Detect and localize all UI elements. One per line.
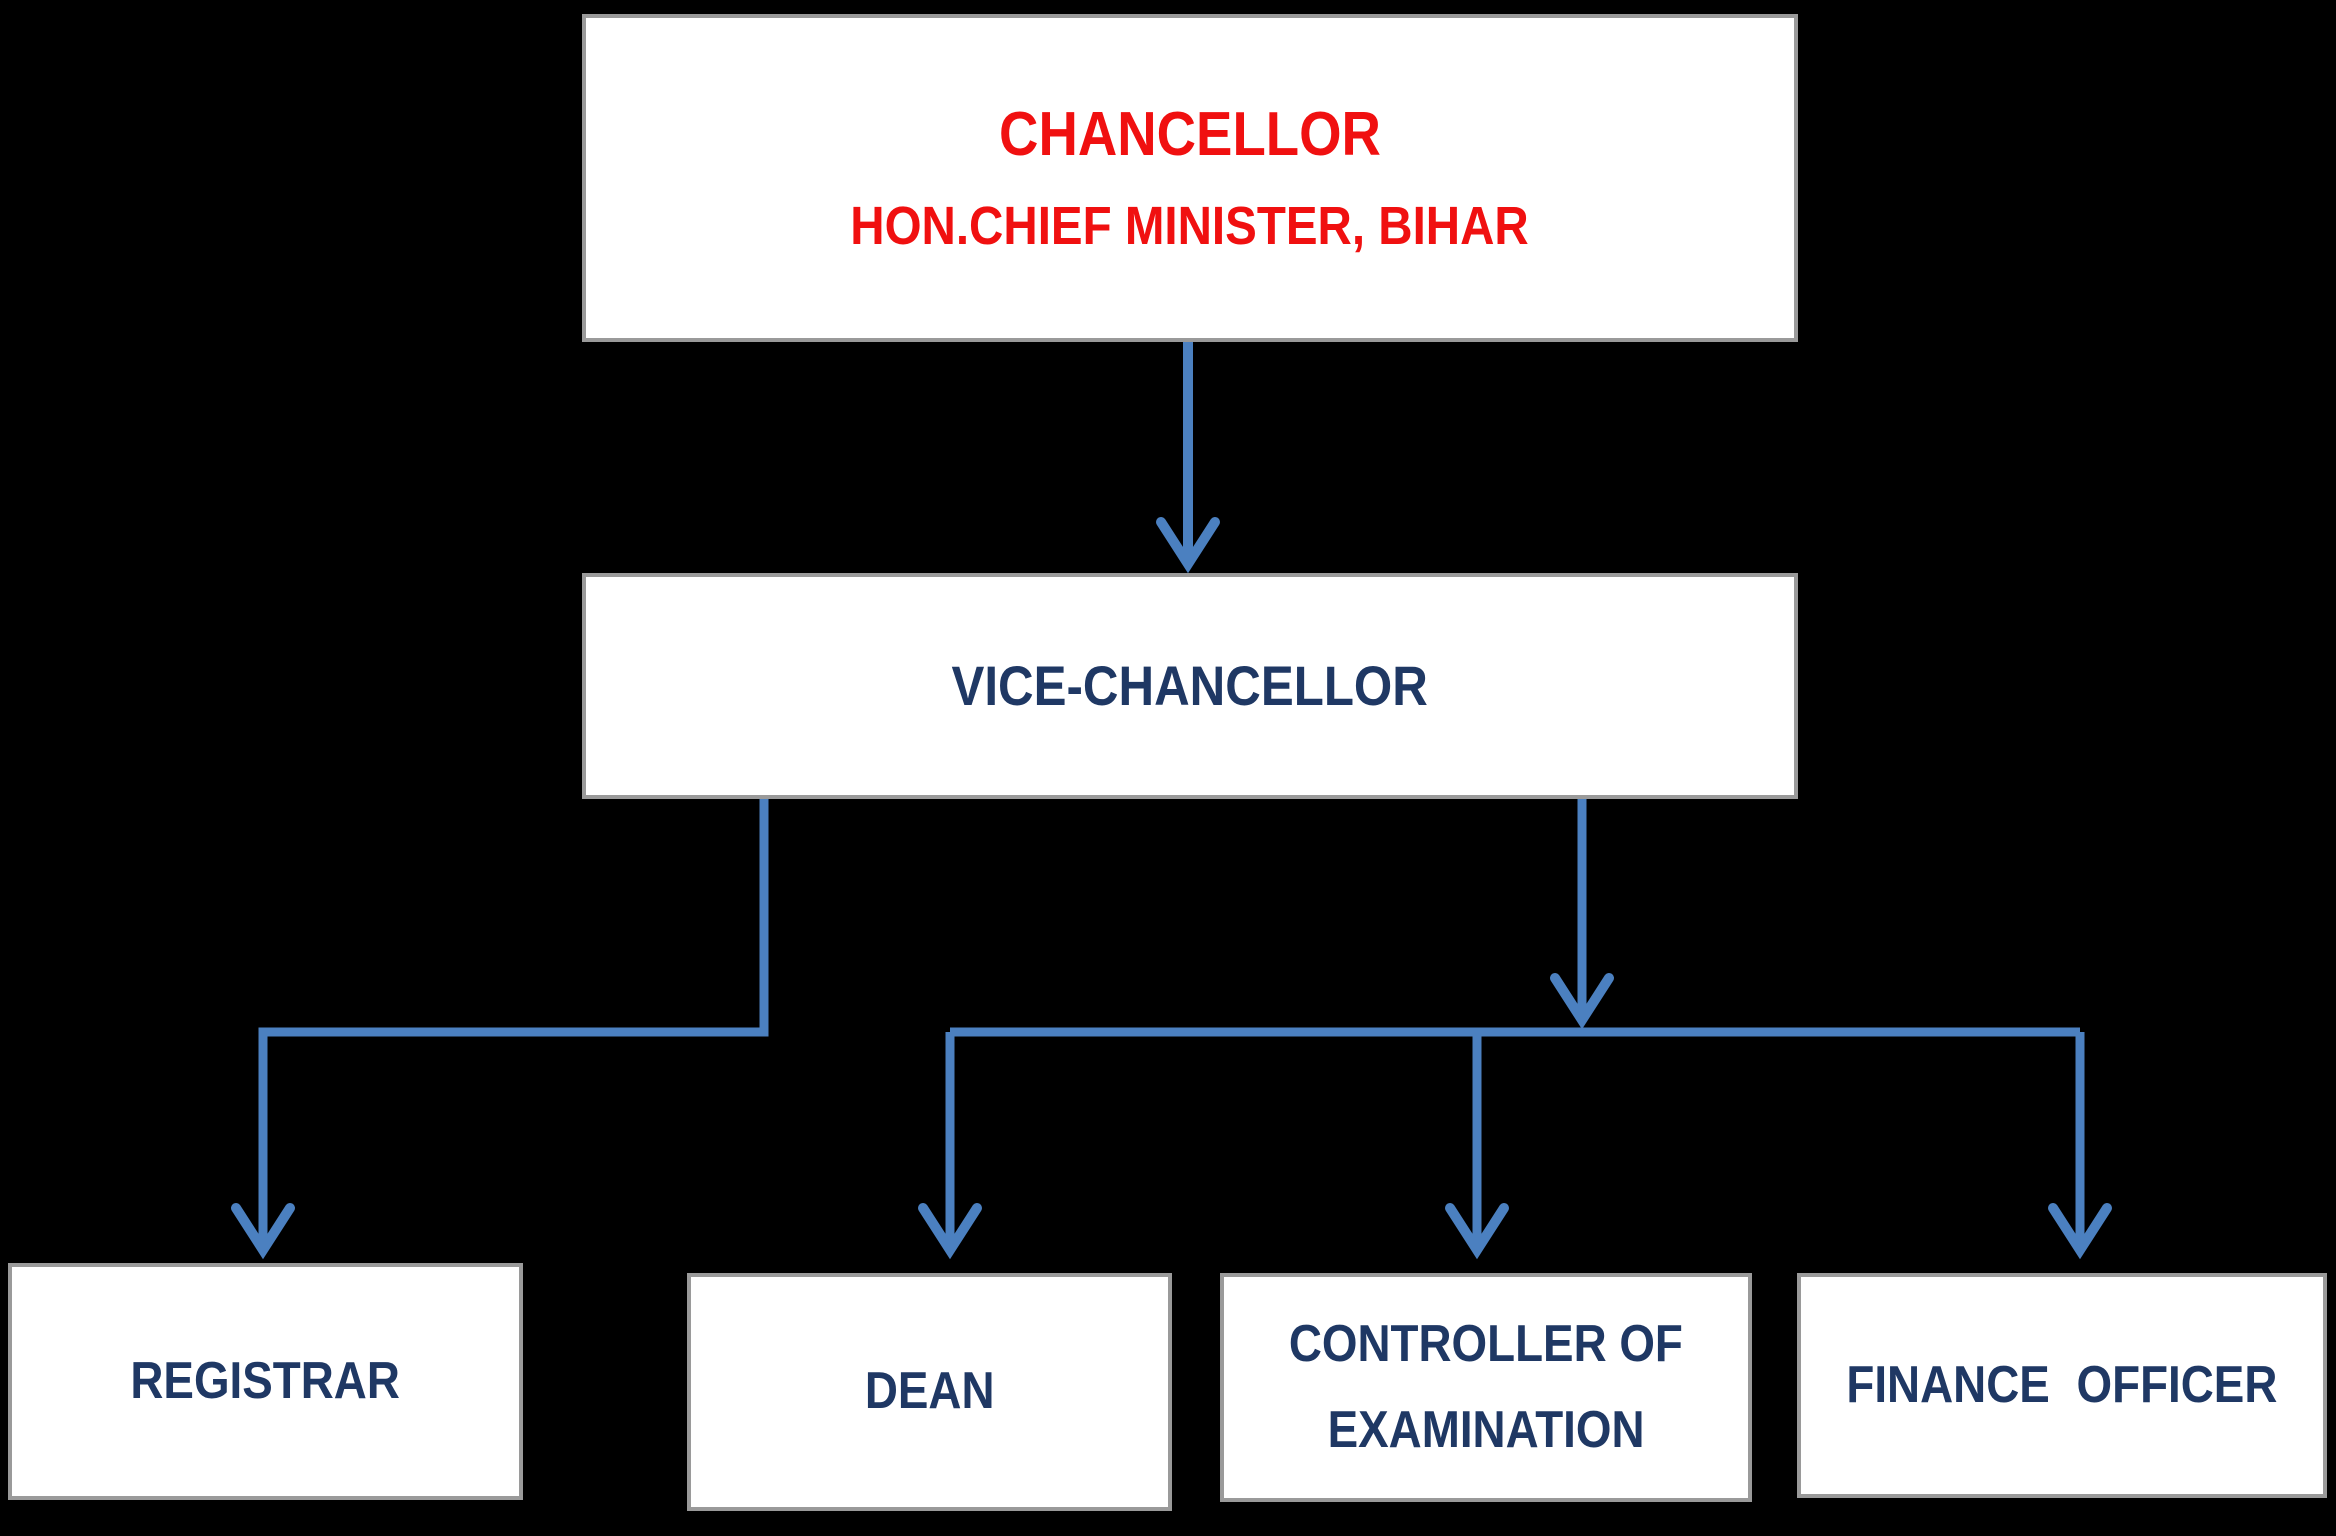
node-vice-chancellor: VICE-CHANCELLOR xyxy=(582,573,1798,799)
controller-label-line1: CONTROLLER OF xyxy=(1288,1314,1684,1373)
node-controller-of-examination: CONTROLLER OF EXAMINATION xyxy=(1220,1273,1752,1502)
chancellor-title: CHANCELLOR xyxy=(999,100,1381,170)
node-dean: DEAN xyxy=(687,1273,1172,1511)
finance-officer-label: FINANCE OFFICER xyxy=(1846,1355,2278,1414)
arrowhead-controller xyxy=(1445,1203,1509,1260)
node-registrar: REGISTRAR xyxy=(8,1263,523,1500)
arrowhead-branch-line xyxy=(1550,973,1614,1030)
node-chancellor: CHANCELLOR HON.CHIEF MINISTER, BIHAR xyxy=(582,14,1798,342)
registrar-label: REGISTRAR xyxy=(130,1351,401,1410)
controller-label-line2: EXAMINATION xyxy=(1327,1400,1645,1459)
edge-vc-to-registrar xyxy=(258,799,769,1246)
node-finance-officer: FINANCE OFFICER xyxy=(1797,1273,2327,1498)
arrowhead-registrar xyxy=(231,1203,295,1260)
dean-label: DEAN xyxy=(864,1362,995,1421)
arrowhead-finance xyxy=(2048,1203,2112,1260)
arrowhead-chancellor-to-vc xyxy=(1156,517,1220,574)
chancellor-subtitle: HON.CHIEF MINISTER, BIHAR xyxy=(850,195,1530,256)
arrowhead-dean xyxy=(918,1203,982,1260)
vice-chancellor-label: VICE-CHANCELLOR xyxy=(951,653,1429,717)
